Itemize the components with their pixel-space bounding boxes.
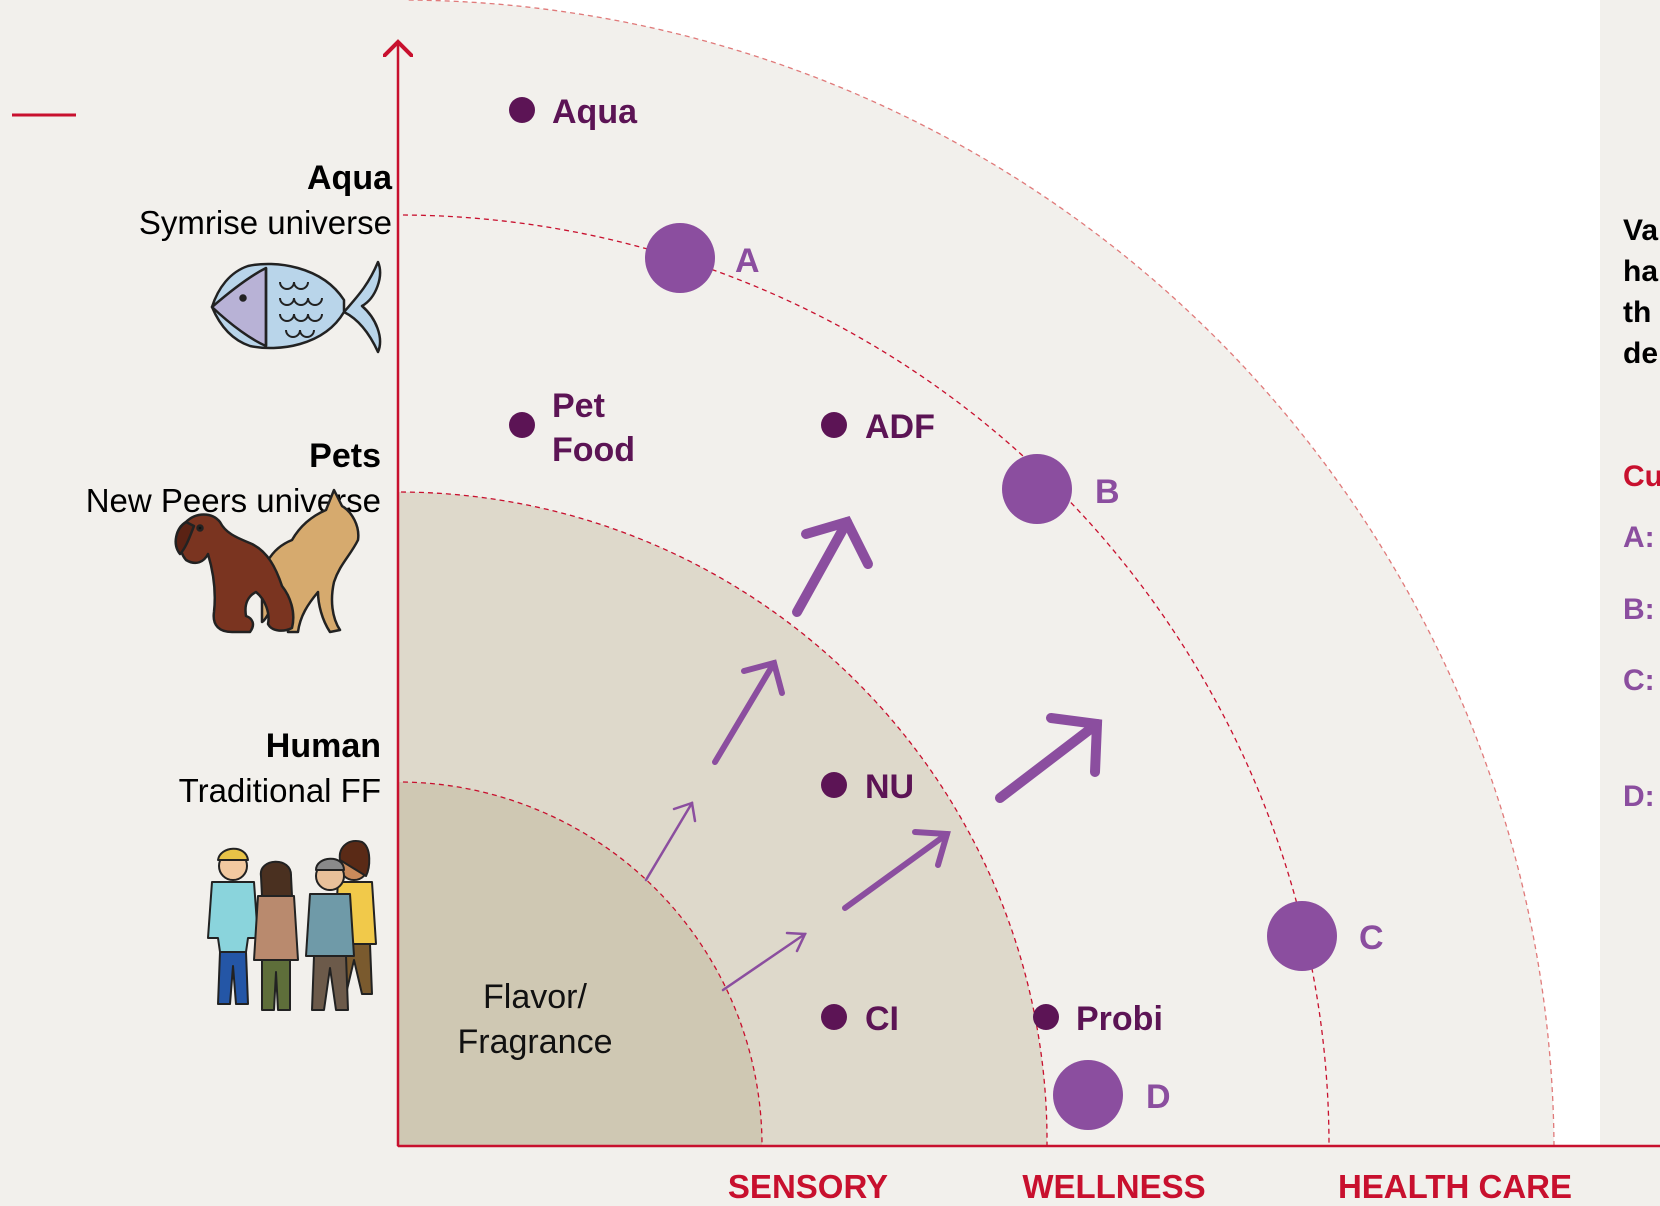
fish-icon bbox=[212, 262, 380, 352]
x-label-sensory: SENSORY bbox=[728, 1168, 888, 1205]
business-dot-nu bbox=[821, 772, 847, 798]
business-dot-ci bbox=[821, 1004, 847, 1030]
target-circle-b bbox=[1002, 454, 1072, 524]
business-dot-adf bbox=[821, 412, 847, 438]
target-circle-c bbox=[1267, 901, 1337, 971]
business-label-pet-food-line2: Food bbox=[552, 431, 635, 469]
level-human-subtitle: Traditional FF bbox=[179, 772, 381, 809]
core-label-line2: Fragrance bbox=[458, 1023, 613, 1061]
business-dot-probi bbox=[1033, 1004, 1059, 1030]
side-item-b: B: bbox=[1623, 593, 1655, 626]
people-group-icon bbox=[208, 841, 376, 1010]
x-label-wellness: WELLNESS bbox=[1022, 1168, 1205, 1205]
side-item-a: A: bbox=[1623, 521, 1655, 554]
business-label-nu: NU bbox=[865, 768, 914, 806]
business-label-probi: Probi bbox=[1076, 1000, 1163, 1038]
core-label-line1: Flavor/ bbox=[483, 978, 587, 1016]
business-label-aqua: Aqua bbox=[552, 93, 638, 131]
business-label-ci: CI bbox=[865, 1000, 899, 1038]
target-label-c: C bbox=[1359, 919, 1384, 957]
level-human-title: Human bbox=[266, 727, 381, 765]
side-text-line4: de bbox=[1623, 337, 1658, 370]
side-item-d: D: bbox=[1623, 780, 1655, 813]
target-circle-a bbox=[645, 223, 715, 293]
business-label-adf: ADF bbox=[865, 408, 935, 446]
level-aqua-subtitle: Symrise universe bbox=[139, 204, 392, 241]
target-circle-d bbox=[1053, 1060, 1123, 1130]
ring-layers bbox=[398, 0, 1600, 1146]
target-label-a: A bbox=[735, 242, 760, 280]
level-aqua-title: Aqua bbox=[307, 159, 393, 197]
side-panel-cropped: Va ha th de Cu A: B: C: D: bbox=[1623, 214, 1660, 813]
side-text-line3: th bbox=[1623, 296, 1651, 329]
side-text-line1: Va bbox=[1623, 214, 1658, 247]
side-item-c: C: bbox=[1623, 664, 1655, 697]
side-text-line2: ha bbox=[1623, 255, 1658, 288]
level-pets-title: Pets bbox=[309, 437, 381, 475]
target-label-d: D bbox=[1146, 1078, 1171, 1116]
business-dot-aqua bbox=[509, 97, 535, 123]
x-label-health-care: HEALTH CARE bbox=[1338, 1168, 1572, 1205]
business-label-pet-food-line1: Pet bbox=[552, 387, 605, 425]
target-label-b: B bbox=[1095, 473, 1120, 511]
business-dot-pet-food bbox=[509, 412, 535, 438]
side-heading: Cu bbox=[1623, 460, 1660, 493]
